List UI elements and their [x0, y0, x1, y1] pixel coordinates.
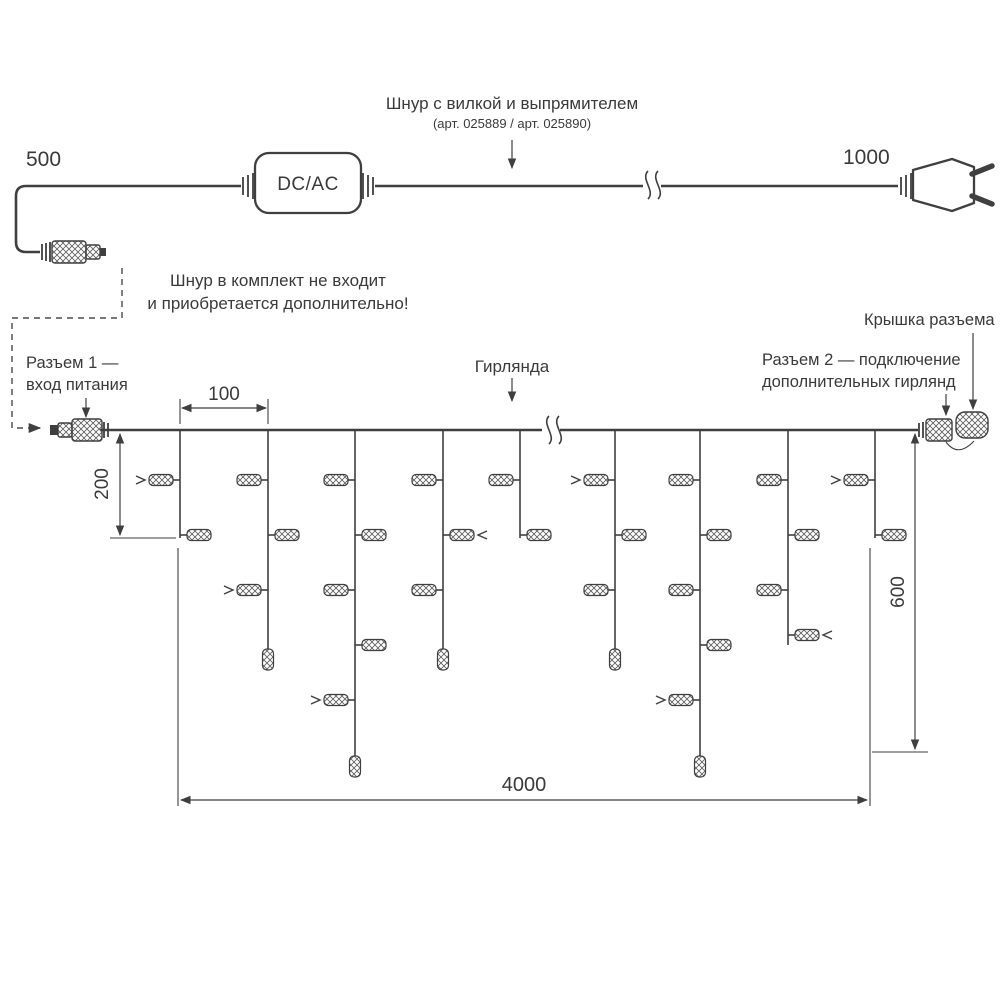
- lamp-icon: [323, 473, 349, 487]
- connector1-line1: Разъем 1 —: [26, 354, 119, 372]
- garland-drop: [830, 430, 907, 542]
- lamp-icon: [583, 583, 609, 597]
- lamp-icon: [236, 473, 262, 487]
- garland-drop: [655, 430, 732, 778]
- flash-marker-icon: [310, 695, 322, 705]
- flash-marker-icon: [821, 630, 833, 640]
- garland-drop: [223, 430, 300, 671]
- output-connector: [918, 418, 953, 442]
- lamp-icon: [608, 648, 622, 671]
- connector2-label: Разъем 2 — подключение дополнительных ги…: [762, 349, 961, 394]
- cord-subtitle: (арт. 025889 / арт. 025890): [432, 116, 592, 131]
- cable-break-icon: [644, 170, 662, 200]
- power-cord-wire: [14, 170, 898, 254]
- flash-marker-icon: [655, 695, 667, 705]
- lamp-icon: [526, 528, 552, 542]
- length-500-label: 500: [26, 148, 62, 171]
- lamp-icon: [583, 473, 609, 487]
- lamp-icon: [186, 528, 212, 542]
- garland-wire: [100, 415, 918, 445]
- connector2-line1: Разъем 2 — подключение: [762, 351, 961, 369]
- lamp-icon: [621, 528, 647, 542]
- connector1-line2: вход питания: [26, 376, 128, 395]
- flash-marker-icon: [135, 475, 147, 485]
- flash-marker-icon: [830, 475, 842, 485]
- lamp-icon: [449, 528, 475, 542]
- lamp-icon: [756, 583, 782, 597]
- cord-title: Шнур с вилкой и выпрямителем: [385, 94, 639, 113]
- lamp-icon: [436, 648, 450, 671]
- dc-ac-adapter: [242, 151, 374, 215]
- dim-4000-label: 4000: [501, 774, 547, 796]
- dim-600-label: 600: [888, 576, 909, 608]
- garland-drop: [310, 430, 387, 778]
- connector2-line2: дополнительных гирлянд: [762, 373, 956, 392]
- lamp-icon: [706, 528, 732, 542]
- dimension-4000: [177, 548, 871, 806]
- cord-connector: [41, 240, 106, 264]
- garland-drops: [135, 430, 907, 778]
- cable-break-icon: [545, 415, 563, 445]
- cap-label: Крышка разъема: [864, 311, 995, 329]
- lamp-icon: [693, 755, 707, 778]
- dimension-100: [179, 399, 269, 424]
- lamp-icon: [706, 638, 732, 652]
- lamp-icon: [794, 628, 820, 642]
- lamp-icon: [488, 473, 514, 487]
- dimension-200: [110, 432, 176, 539]
- cord-note: Шнур в комплект не входит и приобретаетс…: [112, 270, 444, 316]
- connector-cap: [945, 411, 989, 451]
- lamp-icon: [323, 693, 349, 707]
- connector1-label: Разъем 1 — вход питания: [26, 352, 128, 397]
- lamp-icon: [756, 473, 782, 487]
- dc-ac-label: DC/AC: [277, 174, 339, 195]
- garland-drop: [135, 430, 212, 542]
- cord-note-line2: и приобретается дополнительно!: [147, 293, 409, 313]
- length-1000-label: 1000: [843, 146, 890, 169]
- garland-drop: [488, 430, 552, 542]
- cord-note-line1: Шнур в комплект не входит: [170, 271, 386, 290]
- dashed-guide-line: [11, 268, 123, 434]
- lamp-icon: [794, 528, 820, 542]
- lamp-icon: [361, 528, 387, 542]
- dim-100-label: 100: [208, 384, 240, 405]
- lamp-icon: [843, 473, 869, 487]
- flash-marker-icon: [223, 585, 235, 595]
- input-connector: [50, 418, 109, 442]
- garland-label: Гирлянда: [474, 357, 550, 376]
- lamp-icon: [881, 528, 907, 542]
- flash-marker-icon: [570, 475, 582, 485]
- garland-drop: [411, 430, 488, 671]
- lamp-icon: [668, 693, 694, 707]
- lamp-icon: [274, 528, 300, 542]
- garland-drop: [756, 430, 833, 645]
- lamp-icon: [668, 473, 694, 487]
- lamp-icon: [411, 583, 437, 597]
- dimension-600: [872, 432, 928, 753]
- power-plug: [900, 157, 995, 213]
- lamp-icon: [236, 583, 262, 597]
- lamp-icon: [348, 755, 362, 778]
- lamp-icon: [361, 638, 387, 652]
- lamp-icon: [148, 473, 174, 487]
- lamp-icon: [411, 473, 437, 487]
- lamp-icon: [261, 648, 275, 671]
- flash-marker-icon: [476, 530, 488, 540]
- lamp-icon: [323, 583, 349, 597]
- dim-200-label: 200: [92, 468, 113, 500]
- garland-drop: [570, 430, 647, 671]
- lamp-icon: [668, 583, 694, 597]
